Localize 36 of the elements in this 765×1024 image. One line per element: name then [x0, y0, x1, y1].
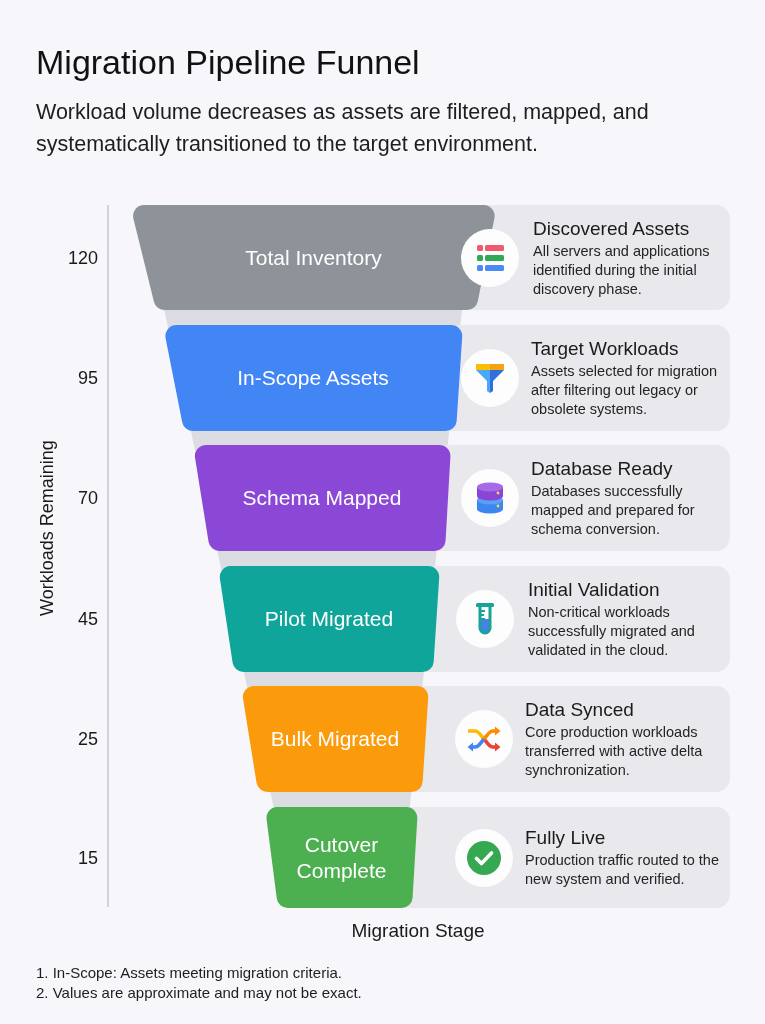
axis-title: Migration Stage: [351, 919, 485, 943]
axis-value: 25: [77, 728, 98, 750]
funnel-segment: [193, 445, 451, 551]
stage-label: Cutover Complete: [295, 831, 388, 884]
axis-value: 95: [77, 367, 98, 389]
stage-label: Total Inventory: [245, 244, 382, 271]
card-description: Assets selected for migration after filtering out legacy or obsolete systems.: [531, 362, 719, 419]
footnote: 1. In-Scope: Assets meeting migration criteria.: [36, 963, 342, 983]
card-description: Production traffic routed to the new system and verified.: [525, 851, 720, 889]
title: Migration Pipeline Funnel: [36, 42, 420, 82]
axis-title: Workloads Remaining: [36, 440, 58, 616]
funnel-segment: [241, 686, 429, 792]
axis-value: 70: [77, 487, 98, 509]
stage-label: Pilot Migrated: [264, 606, 394, 632]
stage-label: Bulk Migrated: [270, 726, 400, 752]
card-heading: Fully Live: [525, 826, 606, 849]
stage-label: In-Scope Assets: [237, 365, 389, 391]
card-heading: Database Ready: [531, 457, 673, 480]
card-heading: Initial Validation: [528, 578, 660, 601]
card-description: Non-critical workloads successfully migrated and validated in the cloud.: [528, 603, 696, 660]
card-heading: Target Workloads: [531, 337, 679, 360]
card-heading: Data Synced: [525, 698, 634, 721]
axis-value: 45: [77, 608, 98, 630]
axis-value: 15: [77, 846, 98, 869]
funnel-segment: [265, 807, 418, 908]
card-description: All servers and applications identified during the initial discovery phase.: [533, 241, 711, 299]
card-description: Core production workloads transferred with active delta synchronization.: [525, 723, 704, 780]
card-description: Databases successfully mapped and prepared for schema conversion.: [531, 482, 696, 539]
funnel-segment: [218, 566, 440, 672]
card-heading: Discovered Assets: [533, 216, 690, 240]
funnel-segment: [130, 205, 497, 310]
footnote: 2. Values are approximate and may not be exact.: [36, 983, 362, 1003]
axis-value: 120: [67, 246, 98, 269]
subtitle: Workload volume decreases as assets are filtered, mapped, and systematically transitioned to the target environment.: [36, 99, 650, 158]
funnel-segment: [163, 325, 463, 431]
stage-label: Schema Mapped: [242, 485, 402, 511]
